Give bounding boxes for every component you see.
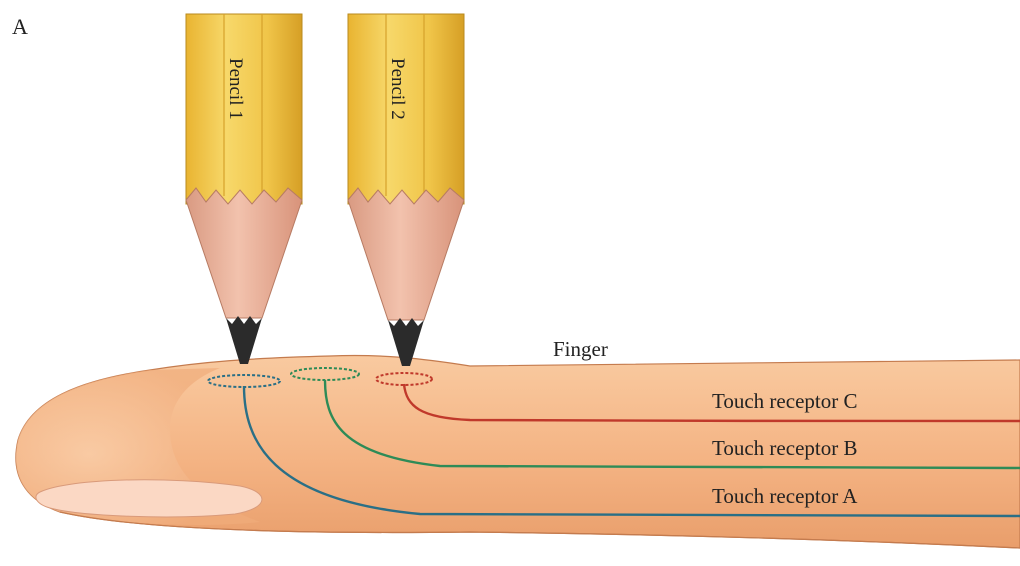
pencil-1-label: Pencil 1	[225, 58, 246, 120]
pencil-1-lead	[226, 316, 262, 364]
pencil-2-wood	[348, 188, 464, 320]
receptor-a-label: Touch receptor A	[712, 484, 858, 508]
pencil-2: Pencil 2	[348, 14, 464, 366]
pencil-2-label: Pencil 2	[387, 58, 408, 120]
finger	[16, 355, 1020, 548]
panel-label: A	[12, 14, 28, 39]
receptor-b-label: Touch receptor B	[712, 436, 857, 460]
fingernail	[36, 480, 262, 517]
pencil-1-wood	[186, 188, 302, 318]
pencil-1: Pencil 1	[186, 14, 302, 364]
finger-label: Finger	[553, 337, 608, 361]
receptor-c-label: Touch receptor C	[712, 389, 857, 413]
